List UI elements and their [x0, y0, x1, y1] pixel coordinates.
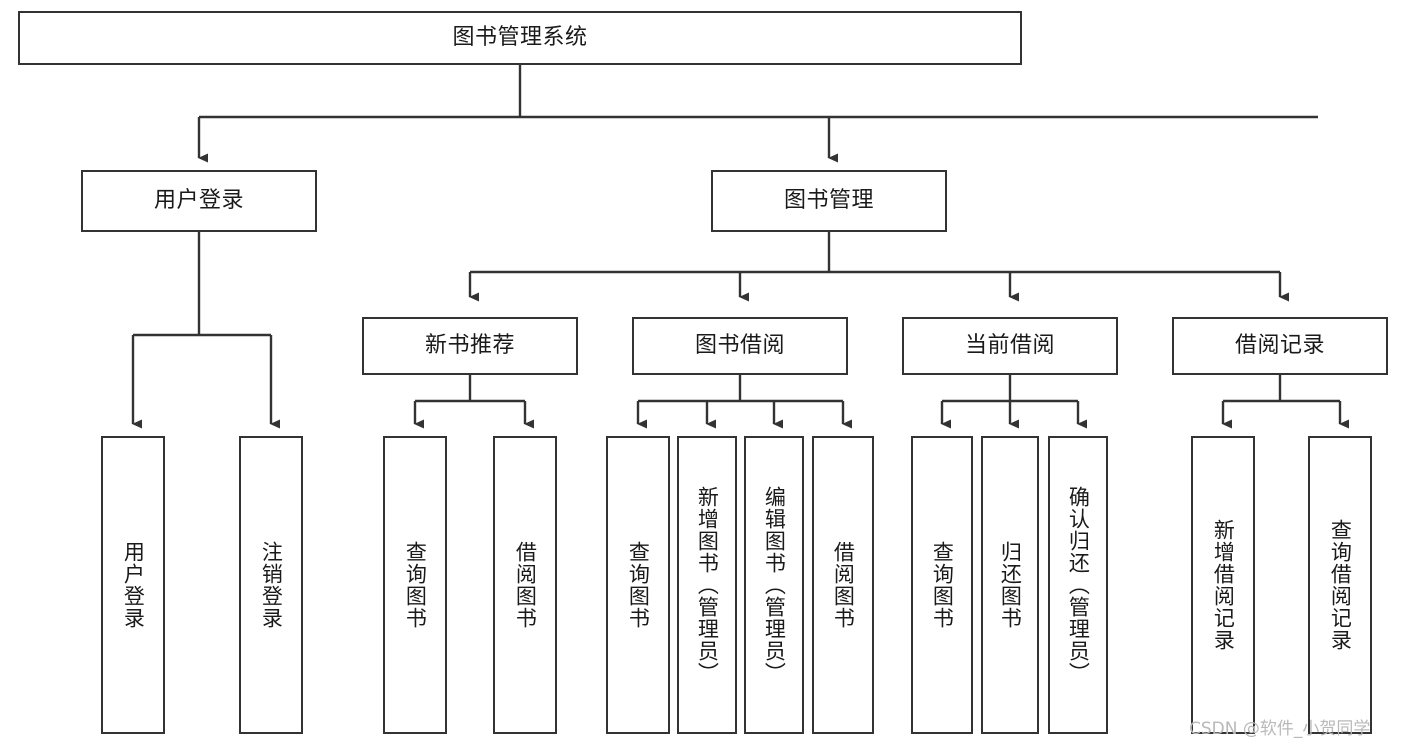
node-book-borrowing[interactable]: 图书借阅 [632, 317, 848, 375]
node-label: 当前借阅 [964, 333, 1055, 359]
node-user-login[interactable]: 用户登录 [81, 170, 317, 232]
node-leaf-return-book[interactable]: 归还图书 [981, 436, 1039, 734]
node-label: 新增借阅记录 [1211, 519, 1236, 651]
node-label: 编辑图书（管理员） [762, 486, 787, 684]
node-label: 借阅图书 [513, 541, 538, 629]
node-leaf-user-login[interactable]: 用户登录 [101, 436, 165, 734]
node-leaf-query-borrow-record[interactable]: 查询借阅记录 [1308, 436, 1372, 734]
node-label: 注销登录 [259, 541, 284, 629]
node-label: 查询图书 [930, 541, 955, 629]
node-root-book-management-system[interactable]: 图书管理系统 [18, 11, 1022, 65]
node-label: 新增图书（管理员） [695, 486, 720, 684]
node-leaf-confirm-return-admin[interactable]: 确认归还（管理员） [1048, 436, 1108, 734]
node-label: 图书借阅 [694, 333, 785, 359]
node-leaf-add-borrow-record[interactable]: 新增借阅记录 [1191, 436, 1255, 734]
node-label: 图书管理 [783, 188, 874, 214]
node-label: 归还图书 [998, 541, 1023, 629]
node-label: 用户登录 [153, 188, 244, 214]
node-label: 借阅图书 [831, 541, 856, 629]
node-current-borrowing[interactable]: 当前借阅 [902, 317, 1118, 375]
node-label: 查询图书 [403, 541, 428, 629]
node-label: 确认归还（管理员） [1066, 486, 1091, 684]
node-leaf-add-book-admin[interactable]: 新增图书（管理员） [677, 436, 737, 734]
node-label: 新书推荐 [424, 333, 515, 359]
node-book-management[interactable]: 图书管理 [711, 170, 947, 232]
node-leaf-borrow-book-newbook[interactable]: 借阅图书 [493, 436, 557, 734]
node-leaf-query-book-newbook[interactable]: 查询图书 [383, 436, 447, 734]
node-label: 借阅记录 [1234, 333, 1325, 359]
node-leaf-query-book-current[interactable]: 查询图书 [911, 436, 973, 734]
node-leaf-query-book-borrow[interactable]: 查询图书 [606, 436, 670, 734]
node-new-book-recommendation[interactable]: 新书推荐 [362, 317, 578, 375]
node-borrow-records[interactable]: 借阅记录 [1172, 317, 1388, 375]
node-leaf-logout[interactable]: 注销登录 [239, 436, 303, 734]
csdn-watermark: CSDN @软件_小贺同学 [1189, 719, 1371, 739]
node-label: 图书管理系统 [452, 25, 588, 51]
node-leaf-edit-book-admin[interactable]: 编辑图书（管理员） [744, 436, 804, 734]
node-leaf-borrow-book[interactable]: 借阅图书 [812, 436, 874, 734]
node-label: 用户登录 [121, 541, 146, 629]
node-label: 查询图书 [626, 541, 651, 629]
node-label: 查询借阅记录 [1328, 519, 1353, 651]
